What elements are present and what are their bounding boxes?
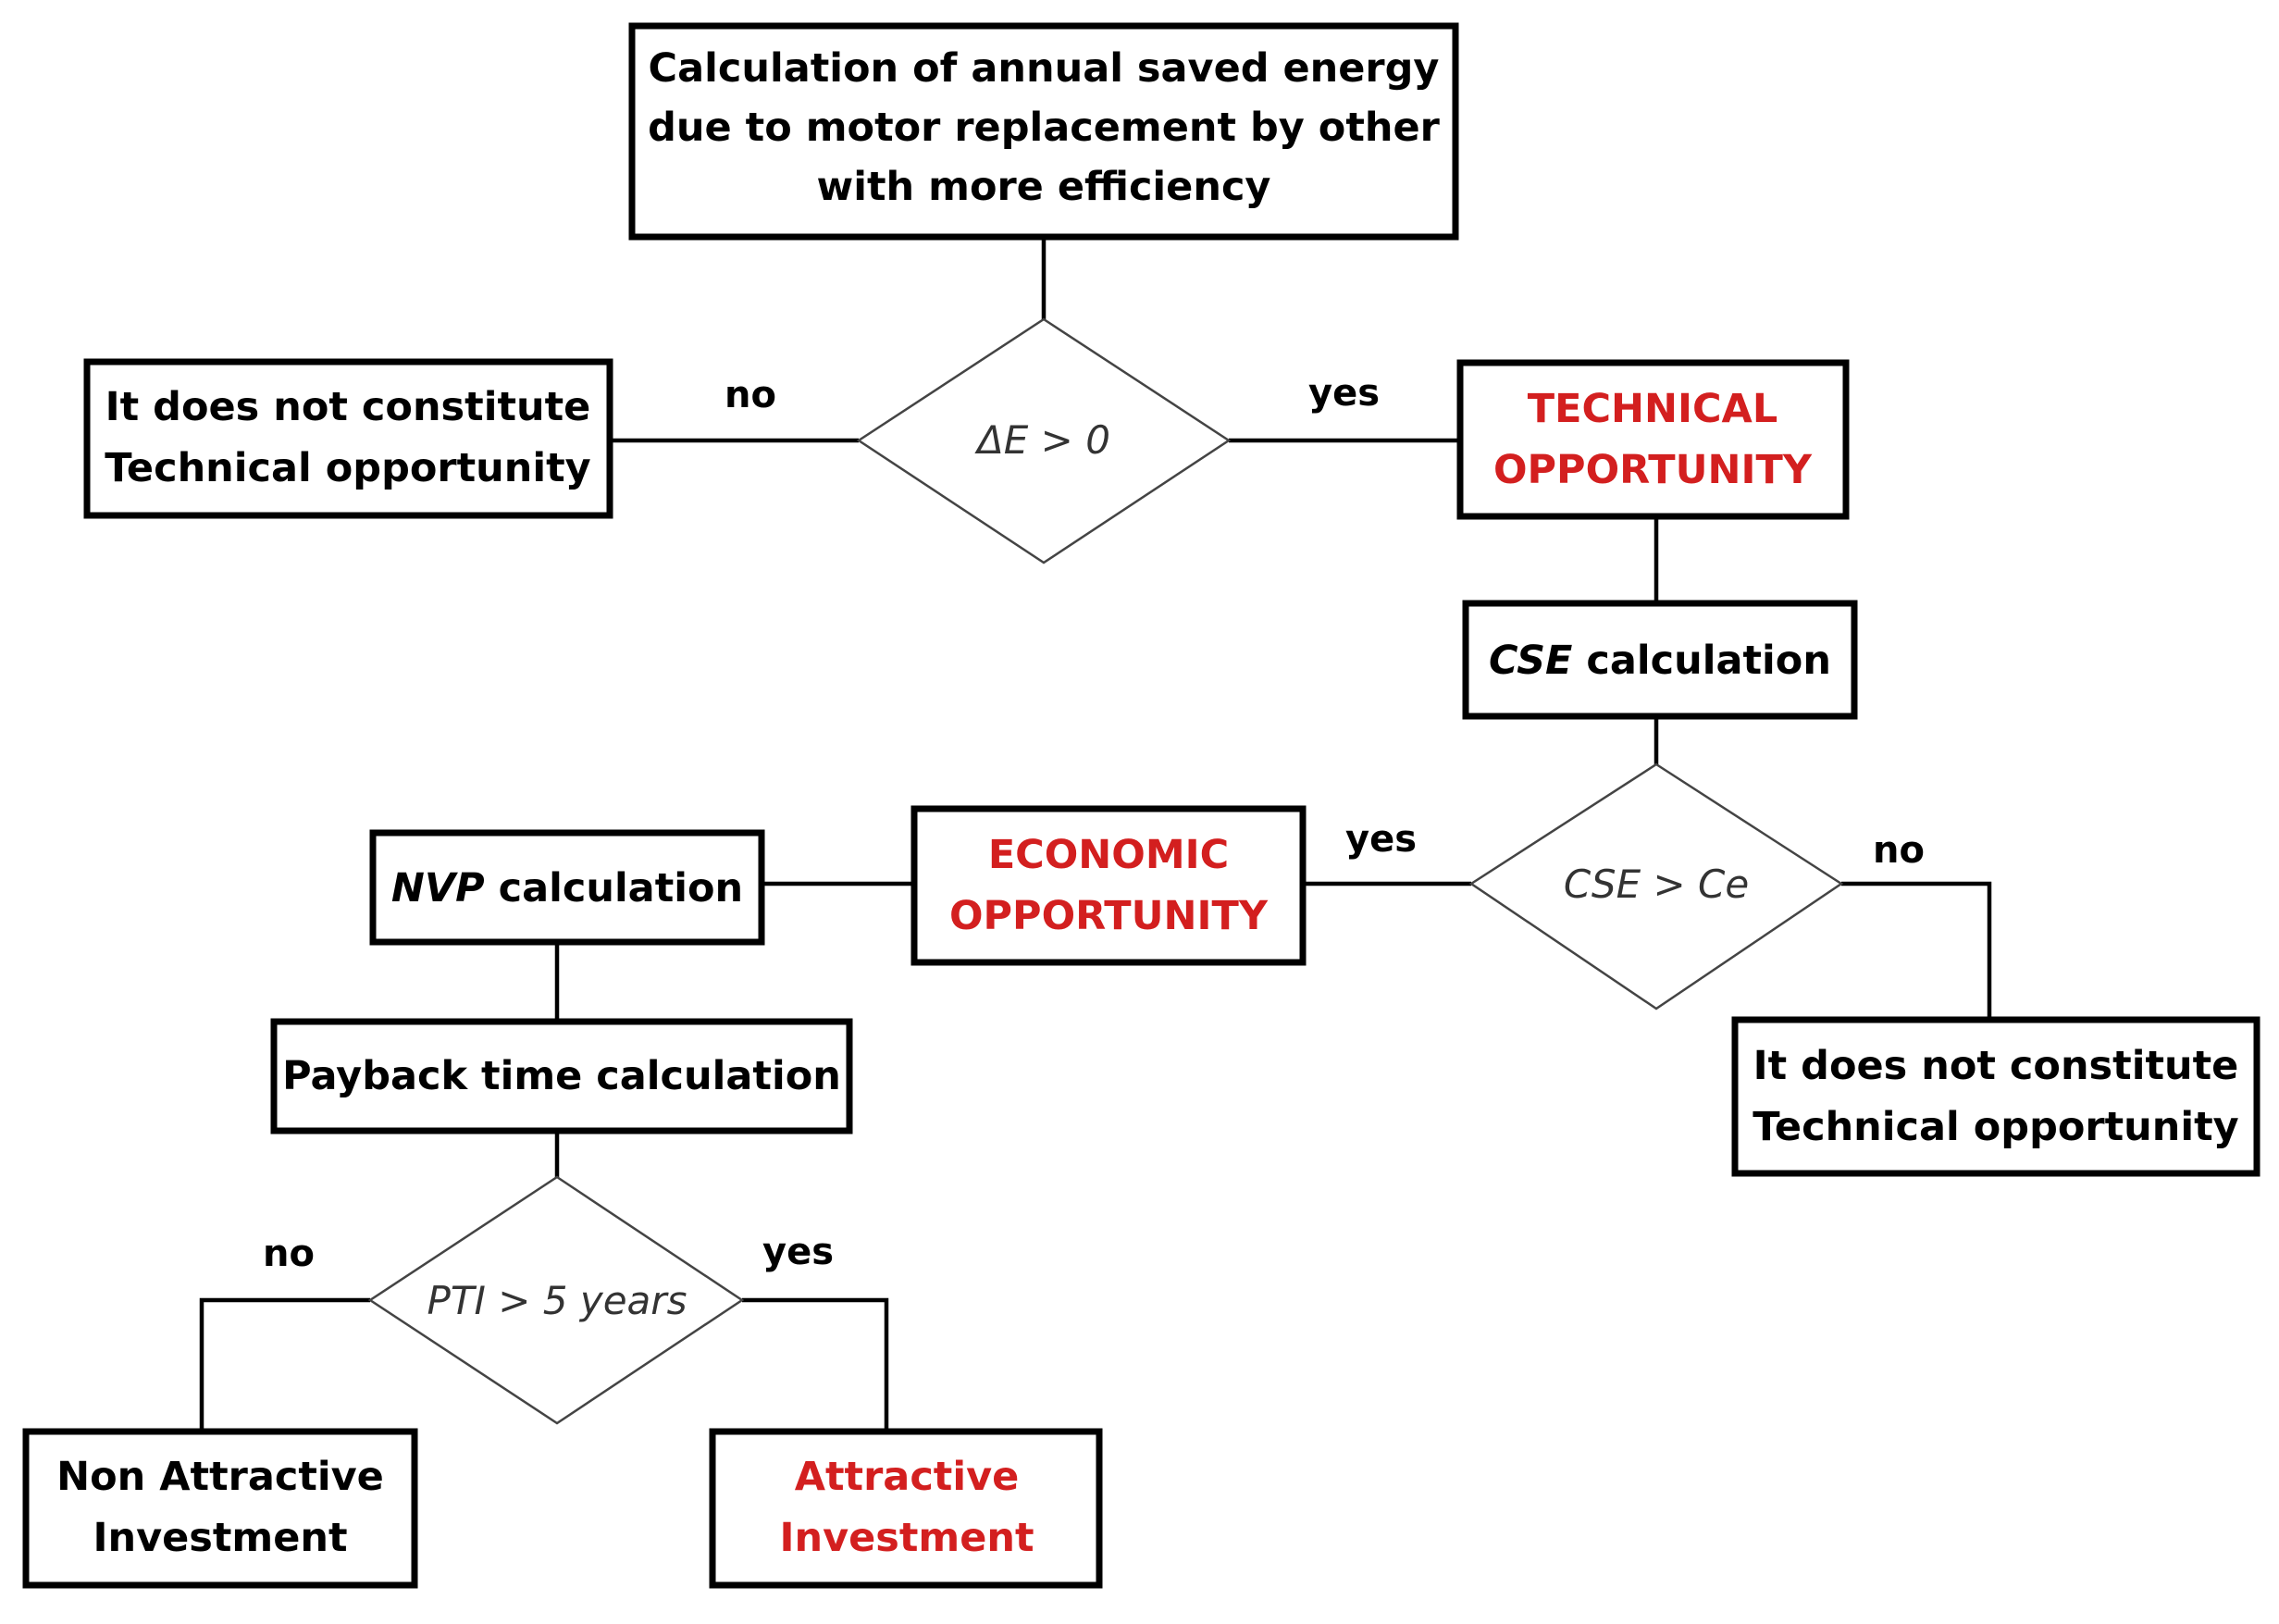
- node-non-attractive-line-2: Investment: [93, 1515, 347, 1561]
- cse-calculation-rest: calculation: [1572, 638, 1831, 684]
- edge-labels: no yes yes no no yes: [263, 372, 1925, 1275]
- node-economic-opportunity-box: [910, 805, 1307, 966]
- node-not-technical-right-box: [1731, 1016, 2260, 1177]
- node-attractive-line-2: Investment: [779, 1515, 1034, 1561]
- node-technical-opportunity-line-1: TECHNICAL: [1528, 386, 1777, 432]
- node-technical-opportunity-box: [1456, 359, 1850, 520]
- node-economic-opportunity: ECONOMIC OPPORTUNITY: [910, 805, 1307, 966]
- decision-delta-e-diamond: [856, 317, 1232, 564]
- edge-label-delta-e-no: no: [725, 374, 776, 416]
- node-economic-opportunity-line-1: ECONOMIC: [988, 832, 1229, 878]
- node-not-technical-left-box: [83, 358, 613, 519]
- decision-pti-label: PTI > 5 years: [427, 1278, 687, 1323]
- node-payback-calculation: Payback time calculation: [270, 1018, 853, 1134]
- node-start-line-3: with more efficiency: [817, 164, 1271, 210]
- node-not-technical-right-line-1: It does not constitute: [1753, 1043, 2239, 1089]
- node-not-technical-left-line-1: It does not constitute: [105, 384, 591, 430]
- node-attractive-investment-box: [709, 1428, 1103, 1589]
- node-non-attractive-investment-box: [22, 1428, 418, 1589]
- node-payback-calculation-box: [270, 1018, 853, 1134]
- connectors: [199, 239, 1992, 1430]
- node-cse-calculation-label: CSE calculation: [1489, 638, 1831, 684]
- node-non-attractive-line-1: Non Attractive: [56, 1454, 384, 1500]
- node-attractive-investment: Attractive Investment: [709, 1428, 1103, 1589]
- nvp-calculation-rest: calculation: [485, 865, 744, 911]
- node-not-technical-left: It does not constitute Technical opportu…: [83, 358, 613, 519]
- edge-label-delta-e-yes: yes: [1308, 372, 1380, 415]
- connector-pti-no: [199, 1297, 370, 1430]
- node-cse-calculation-box: [1462, 600, 1858, 720]
- node-start-box: [628, 22, 1459, 241]
- node-technical-opportunity-line-2: OPPORTUNITY: [1493, 447, 1813, 493]
- node-economic-opportunity-line-2: OPPORTUNITY: [949, 893, 1269, 939]
- cse-symbol: CSE: [1489, 638, 1572, 684]
- node-technical-opportunity: TECHNICAL OPPORTUNITY: [1456, 359, 1850, 520]
- decision-cse-ce-label: CSE > Ce: [1564, 862, 1749, 907]
- node-nvp-calculation: NVP calculation: [369, 829, 765, 946]
- edge-label-cse-ce-yes: yes: [1345, 818, 1417, 861]
- node-nvp-calculation-box: [369, 829, 765, 946]
- node-payback-calculation-label: Payback time calculation: [282, 1053, 841, 1099]
- connector-pti-yes: [742, 1297, 889, 1430]
- decision-pti: PTI > 5 years: [367, 1175, 745, 1425]
- decision-cse-ce-diamond: [1468, 762, 1844, 1010]
- node-attractive-line-1: Attractive: [795, 1454, 1020, 1500]
- node-non-attractive-investment: Non Attractive Investment: [22, 1428, 418, 1589]
- connector-cse-ce-no: [1841, 881, 1992, 1018]
- nvp-symbol: NVP: [391, 865, 485, 911]
- decision-pti-diamond: [367, 1175, 745, 1425]
- decision-cse-ce: CSE > Ce: [1468, 762, 1844, 1010]
- node-start-line-2: due to motor replacement by other: [648, 105, 1441, 151]
- node-nvp-calculation-label: NVP calculation: [391, 865, 743, 911]
- node-start: Calculation of annual saved energy due t…: [628, 22, 1459, 241]
- edge-label-cse-ce-no: no: [1873, 829, 1925, 872]
- edge-label-pti-yes: yes: [762, 1231, 834, 1273]
- node-not-technical-right: It does not constitute Technical opportu…: [1731, 1016, 2260, 1177]
- node-start-line-1: Calculation of annual saved energy: [649, 45, 1440, 92]
- node-not-technical-left-line-2: Technical opportunity: [105, 445, 590, 491]
- decision-delta-e: ΔE > 0: [856, 317, 1232, 564]
- node-cse-calculation: CSE calculation: [1462, 600, 1858, 720]
- decision-delta-e-label: ΔE > 0: [974, 417, 1110, 463]
- node-not-technical-right-line-2: Technical opportunity: [1753, 1104, 2238, 1150]
- edge-label-pti-no: no: [263, 1233, 315, 1275]
